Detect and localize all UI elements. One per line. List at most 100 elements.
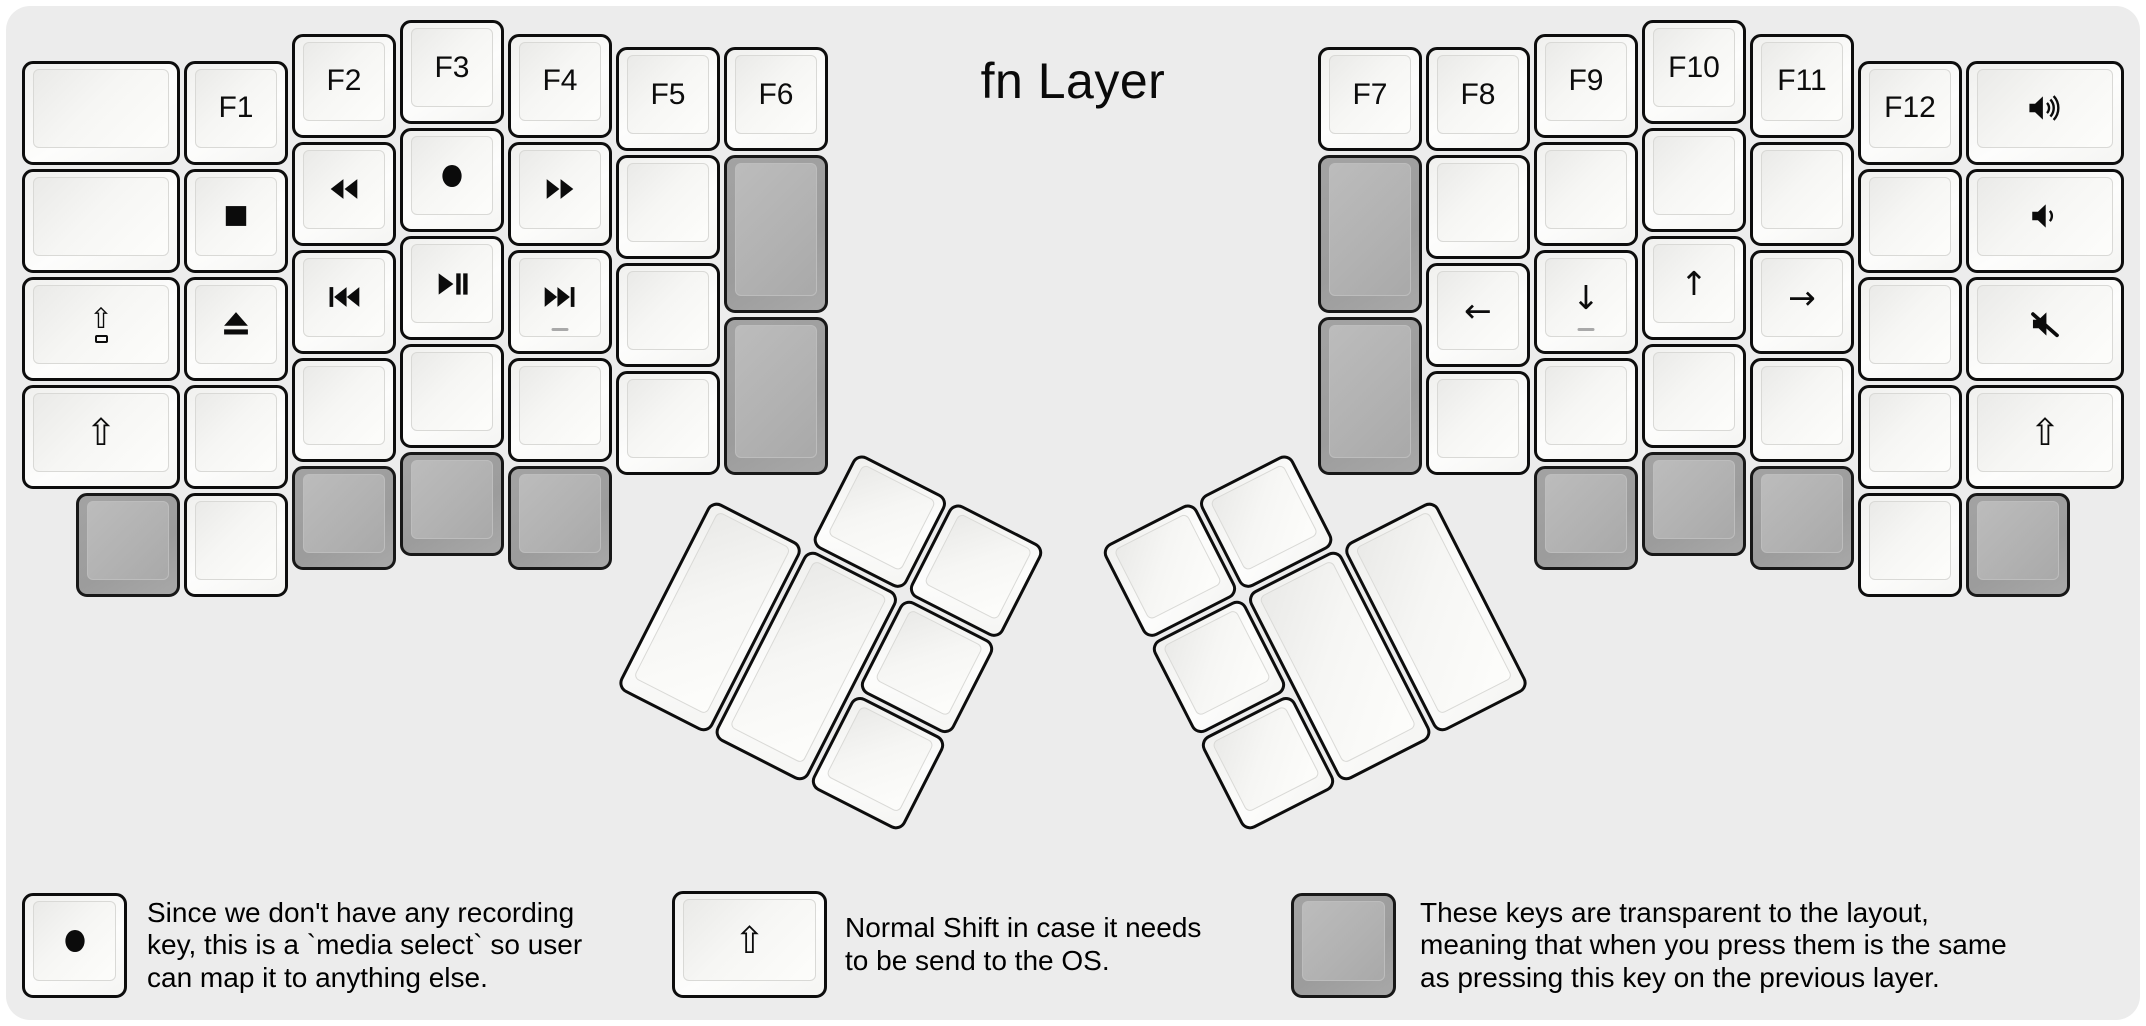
key-mute[interactable] <box>1966 276 2124 381</box>
stop-icon <box>225 206 247 226</box>
homing-bar <box>1577 327 1595 331</box>
keytop <box>1545 149 1627 229</box>
key-stop[interactable] <box>184 168 288 273</box>
key-blank[interactable] <box>184 384 288 489</box>
key-f12[interactable]: F12 <box>1858 60 1962 165</box>
key-blank[interactable] <box>184 492 288 597</box>
key-blank[interactable] <box>22 60 180 165</box>
key-arrow-down[interactable]: ↓ <box>1534 249 1638 354</box>
record-icon <box>442 164 462 187</box>
key-rewind[interactable] <box>292 141 396 246</box>
keytop <box>87 500 169 580</box>
key-blank[interactable] <box>1426 155 1530 259</box>
key-blank[interactable] <box>1642 344 1746 448</box>
key-media-select[interactable] <box>400 128 504 232</box>
key-shift-left[interactable]: ⇧ <box>22 384 180 489</box>
keytop: ⇧ <box>33 392 169 472</box>
key-f9[interactable]: F9 <box>1534 33 1638 138</box>
key-blank[interactable] <box>292 357 396 462</box>
key-blank[interactable] <box>1858 384 1962 489</box>
key-label: F3 <box>434 50 470 84</box>
key-blank[interactable] <box>1858 492 1962 597</box>
shift-icon: ⇧ <box>85 410 117 454</box>
keytop: → <box>1761 257 1843 337</box>
keytop: F4 <box>519 41 601 121</box>
key-blank[interactable] <box>400 344 504 448</box>
keytop <box>1869 176 1951 256</box>
key-blank[interactable] <box>22 168 180 273</box>
key-f4[interactable]: F4 <box>508 33 612 138</box>
key-transparent[interactable] <box>1318 155 1422 313</box>
key-arrow-left[interactable]: ← <box>1426 263 1530 367</box>
keytop <box>627 163 709 242</box>
legend-text: Since we don't have any recording key, t… <box>147 896 583 993</box>
keytop: F12 <box>1869 68 1951 148</box>
key-f1[interactable]: F1 <box>184 60 288 165</box>
key-transparent[interactable] <box>724 317 828 475</box>
keytop <box>195 284 277 364</box>
key-transparent[interactable] <box>1318 317 1422 475</box>
key-volume-down[interactable] <box>1966 168 2124 273</box>
keytop <box>1302 901 1385 981</box>
key-transparent[interactable] <box>508 465 612 570</box>
shift-icon: ⇧ <box>733 918 765 962</box>
key-f8[interactable]: F8 <box>1426 47 1530 151</box>
keytop <box>1869 284 1951 364</box>
legend-text: Normal Shift in case it needs to be send… <box>845 912 1202 976</box>
key-transparent[interactable] <box>1642 452 1746 556</box>
key-blank[interactable] <box>1858 168 1962 273</box>
key-blank[interactable] <box>1750 141 1854 246</box>
key-eject[interactable] <box>184 276 288 381</box>
keytop <box>1437 379 1519 458</box>
key-blank[interactable] <box>1426 371 1530 475</box>
key-f10[interactable]: F10 <box>1642 20 1746 124</box>
key-transparent[interactable] <box>1966 492 2070 597</box>
key-arrow-right[interactable]: → <box>1750 249 1854 354</box>
legend-key-shift: ⇧ <box>672 891 827 998</box>
key-blank[interactable] <box>1858 276 1962 381</box>
key-next-track[interactable] <box>508 249 612 354</box>
key-blank[interactable] <box>616 155 720 259</box>
key-transparent[interactable] <box>76 492 180 597</box>
key-play-pause[interactable] <box>400 236 504 340</box>
keytop <box>303 473 385 553</box>
keytop <box>33 901 116 981</box>
key-f7[interactable]: F7 <box>1318 47 1422 151</box>
keytop: F6 <box>735 55 817 134</box>
keytop <box>1977 176 2113 256</box>
legend-item-transparent: These keys are transparent to the layout… <box>1291 893 2007 998</box>
key-blank[interactable] <box>1750 357 1854 462</box>
volume-down-icon <box>2032 204 2053 228</box>
key-blank[interactable] <box>1534 141 1638 246</box>
keytop <box>1162 609 1272 717</box>
key-blank[interactable] <box>1534 357 1638 462</box>
key-f2[interactable]: F2 <box>292 33 396 138</box>
key-transparent[interactable] <box>724 155 828 313</box>
key-f5[interactable]: F5 <box>616 47 720 151</box>
key-transparent[interactable] <box>292 465 396 570</box>
key-transparent[interactable] <box>400 452 504 556</box>
key-f3[interactable]: F3 <box>400 20 504 124</box>
keytop <box>519 149 601 229</box>
key-transparent[interactable] <box>1750 465 1854 570</box>
key-f6[interactable]: F6 <box>724 47 828 151</box>
key-fast-forward[interactable] <box>508 141 612 246</box>
key-blank[interactable] <box>508 357 612 462</box>
key-arrow-up[interactable]: ↑ <box>1642 236 1746 340</box>
key-blank[interactable] <box>616 263 720 367</box>
key-transparent[interactable] <box>1534 465 1638 570</box>
key-label: ↓ <box>1572 277 1600 317</box>
key-shift-right[interactable]: ⇧ <box>1966 384 2124 489</box>
key-f11[interactable]: F11 <box>1750 33 1854 138</box>
keytop <box>303 365 385 445</box>
key-caps-lock[interactable]: ⇧ <box>22 276 180 381</box>
key-label: → <box>1788 277 1816 317</box>
key-prev-track[interactable] <box>292 249 396 354</box>
key-volume-up[interactable] <box>1966 60 2124 165</box>
key-blank[interactable] <box>616 371 720 475</box>
homing-bar <box>551 327 569 331</box>
keytop <box>874 609 984 717</box>
key-label: F6 <box>758 77 794 111</box>
key-blank[interactable] <box>1642 128 1746 232</box>
